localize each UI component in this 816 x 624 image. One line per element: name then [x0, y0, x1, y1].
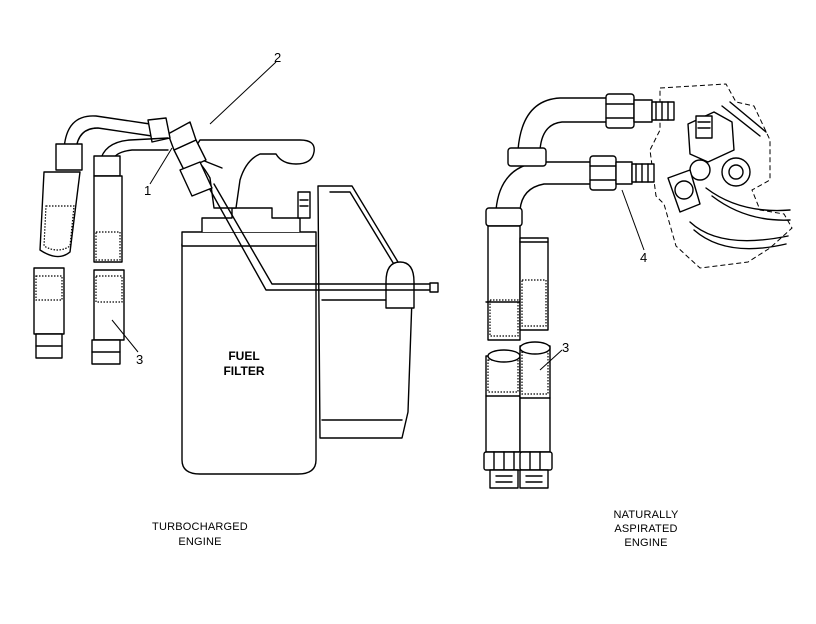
upper-tube-nut: [507, 147, 547, 167]
turbocharged-assembly: 1 2 3 FUEL FILTER TURBOCHARGED ENGINE: [33, 50, 439, 548]
na-bottom-fittings: [483, 451, 553, 489]
fuel-supply-tube: [207, 185, 433, 291]
naturally-aspirated-assembly: 4 3 NATURALLY ASPIRATED ENGINE: [483, 83, 793, 549]
leader-4: [621, 189, 645, 251]
leader-3-right: [539, 349, 563, 371]
callout-4: 4: [640, 250, 647, 265]
callout-3-right: 3: [562, 340, 569, 355]
injection-pump: [667, 101, 791, 250]
tube-to-hose-a: [63, 115, 151, 151]
hose-b: [91, 155, 125, 365]
lower-fuel-tube: [495, 155, 655, 211]
engine-outline: [649, 83, 793, 269]
fuel-filter-label-line1: FUEL: [228, 349, 259, 363]
leader-1: [149, 147, 173, 185]
fuel-filter-label-line2: FILTER: [223, 364, 264, 378]
lower-tube-nut: [485, 207, 523, 227]
upper-fuel-tube: [517, 93, 675, 151]
hose-a: [33, 143, 83, 359]
turbocharged-caption-line2: ENGINE: [178, 536, 221, 548]
callout-1: 1: [144, 183, 151, 198]
fuel-filter: [181, 191, 317, 475]
naturally-aspirated-caption-line2: ASPIRATED: [614, 523, 677, 535]
naturally-aspirated-caption-line3: ENGINE: [624, 537, 667, 549]
elbow-fitting: [167, 121, 213, 197]
naturally-aspirated-caption-line1: NATURALLY: [614, 509, 679, 521]
na-hose-front: [485, 225, 523, 453]
turbocharged-caption-line1: TURBOCHARGED: [152, 521, 248, 533]
filter-mounting-bracket: [317, 185, 415, 439]
filter-base: [189, 139, 315, 209]
na-hose-rear: [519, 237, 551, 453]
leader-2: [209, 61, 277, 125]
callout-2: 2: [274, 50, 281, 65]
leader-3-left: [111, 319, 139, 353]
callout-3-left: 3: [136, 352, 143, 367]
